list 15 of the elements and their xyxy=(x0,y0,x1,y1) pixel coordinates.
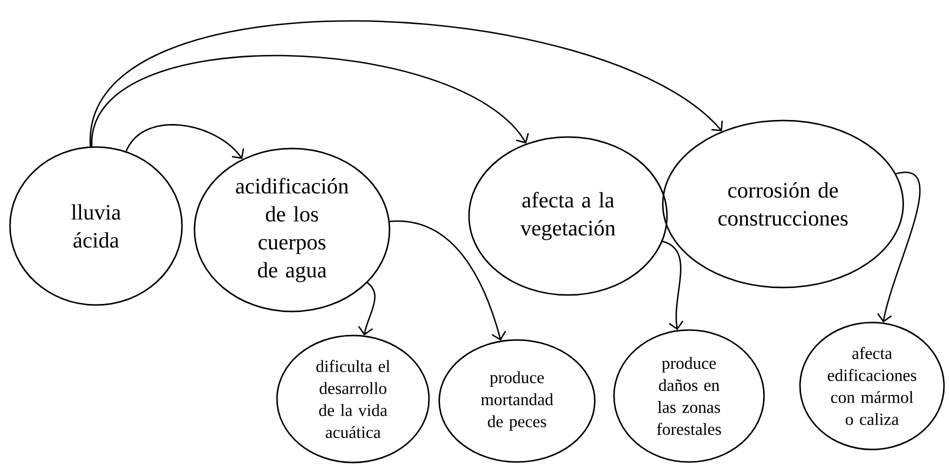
arrow xyxy=(126,124,244,160)
arrow xyxy=(358,282,376,336)
arrow xyxy=(662,240,684,330)
oval-node: acidificación de los cuerpos de agua xyxy=(194,148,390,312)
oval-node: dificulta el desarrollo de la vida acuática xyxy=(276,334,430,464)
oval-node: produce daños en las zonas forestales xyxy=(613,329,765,463)
oval-node: produce mortandad de peces xyxy=(438,339,596,463)
arrow xyxy=(90,20,723,147)
oval-node: lluvia ácida xyxy=(9,146,183,306)
arrow xyxy=(390,220,506,341)
arrow xyxy=(877,172,921,323)
oval-node: afecta a la vegetación xyxy=(468,136,668,296)
arrow xyxy=(91,54,529,146)
oval-node: corrosión de construcciones xyxy=(662,120,904,288)
oval-node: afecta edificaciones con mármol o caliza xyxy=(799,322,945,450)
